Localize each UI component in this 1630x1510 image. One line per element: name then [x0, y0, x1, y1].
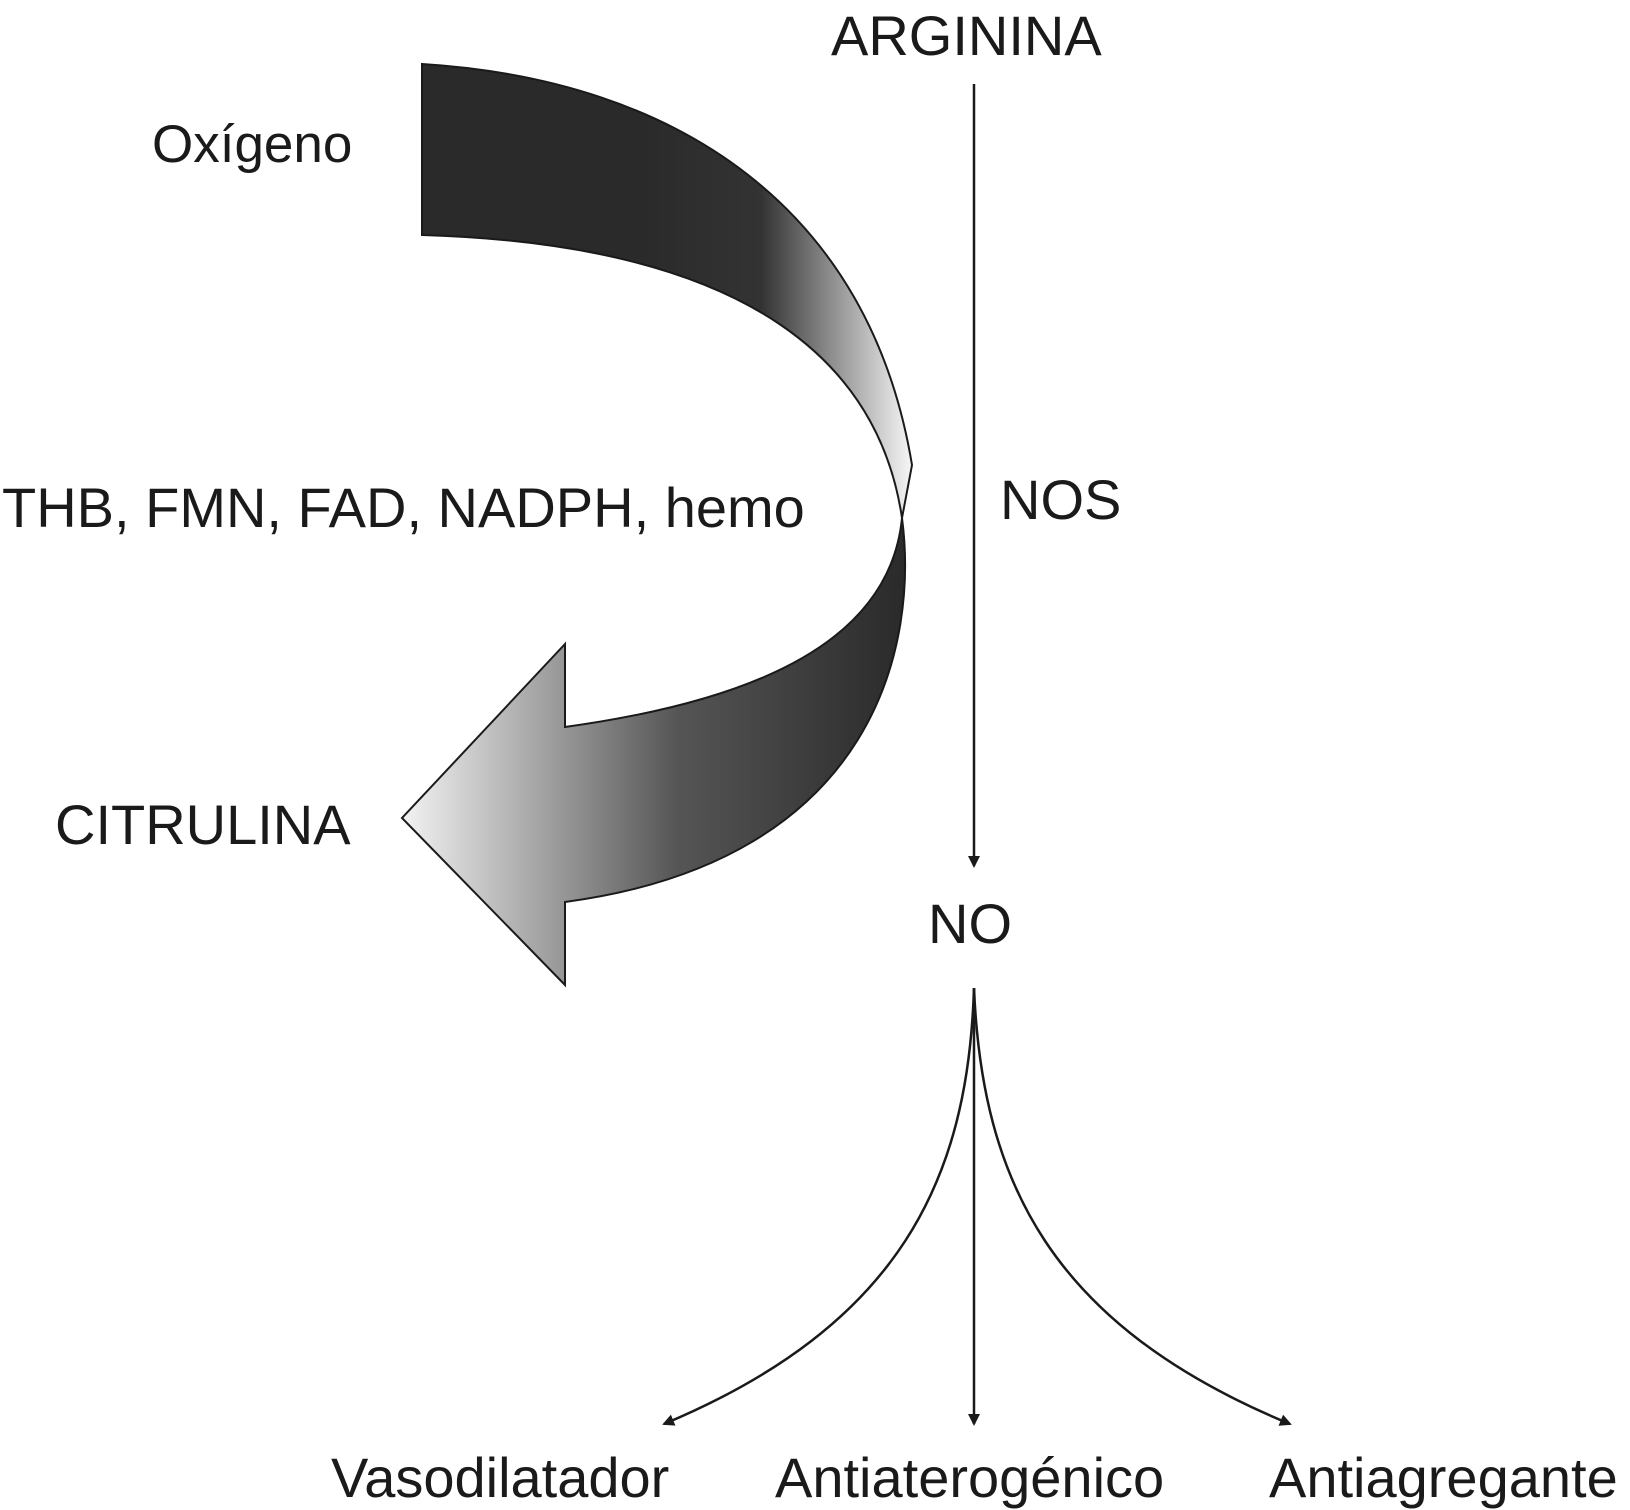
arrow-no-to-vasodilatador — [662, 987, 976, 1426]
no-label: NO — [928, 892, 1012, 955]
vasodilatador-label: Vasodilatador — [331, 1446, 670, 1509]
arginina-label: ARGININA — [831, 4, 1102, 67]
antiagregante-label: Antiagregante — [1269, 1446, 1618, 1509]
oxigeno-label: Oxígeno — [152, 115, 353, 174]
arrow-no-to-antiagregante — [972, 987, 1292, 1426]
curved-arrow-bottom-band — [400, 517, 907, 988]
citrulina-label: CITRULINA — [55, 793, 351, 856]
antiaterogenico-label: Antiaterogénico — [775, 1446, 1165, 1509]
curved-arrow-top-band — [421, 62, 914, 519]
nos-enzyme-label: NOS — [1000, 468, 1122, 531]
cofactors-label: THB, FMN, FAD, NADPH, hemo — [2, 476, 805, 539]
